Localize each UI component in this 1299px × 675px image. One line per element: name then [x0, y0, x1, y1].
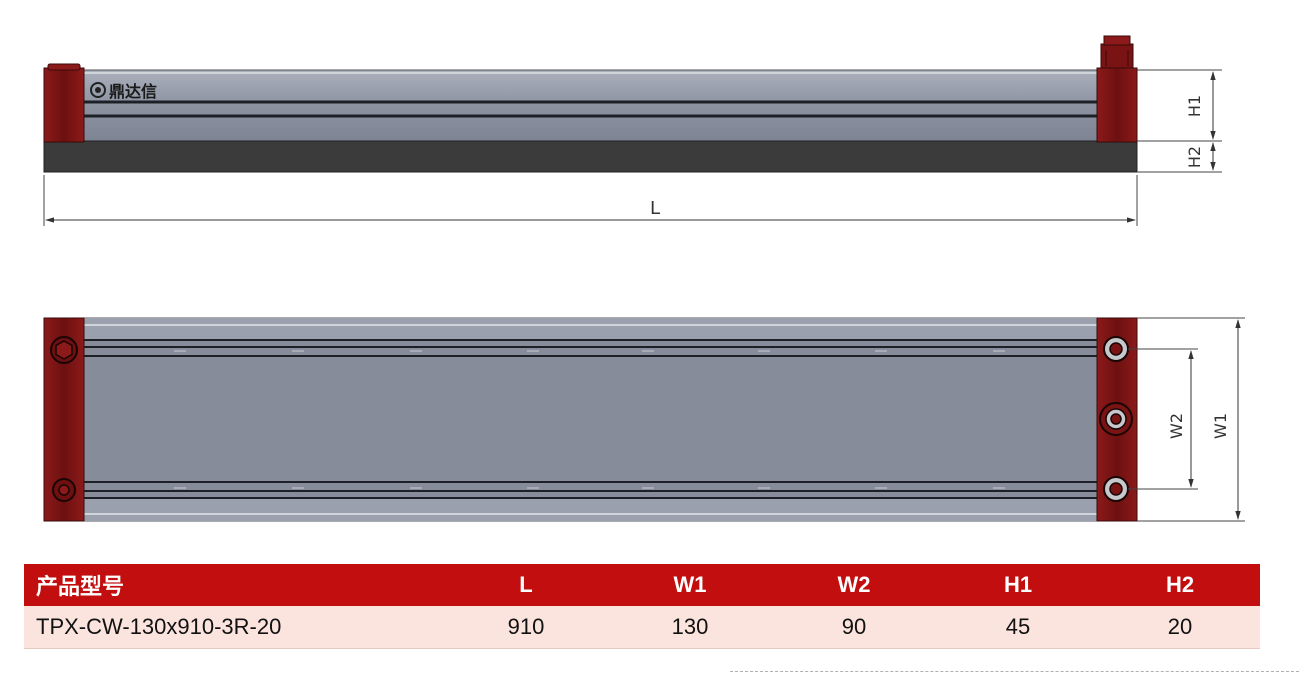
- spec-table-header-row: 产品型号 L W1 W2 H1 H2: [24, 564, 1260, 606]
- cell-model: TPX-CW-130x910-3R-20: [24, 606, 444, 649]
- brand-logo: 鼎达信: [90, 82, 157, 101]
- air-port-icon: [1099, 402, 1133, 436]
- side-base-plate: [43, 140, 1138, 173]
- cell-L: 910: [444, 606, 608, 649]
- cell-W1: 130: [608, 606, 772, 649]
- side-end-cap-right: [1096, 67, 1138, 143]
- header-W2: W2: [772, 564, 936, 606]
- dimension-label-H1: H1: [1185, 95, 1204, 117]
- mounting-hole-icon: [1103, 336, 1129, 362]
- dimension-label-L: L: [650, 198, 660, 219]
- side-rail-body: [83, 69, 1098, 143]
- top-rail-body: [83, 317, 1098, 522]
- dimension-label-W2: W2: [1167, 413, 1186, 439]
- table-row: TPX-CW-130x910-3R-20 910 130 90 45 20: [24, 606, 1260, 649]
- brand-logo-icon: [90, 82, 106, 98]
- cell-H2: 20: [1100, 606, 1260, 649]
- dimension-label-H2: H2: [1185, 146, 1204, 168]
- hex-bolt-icon: [50, 336, 78, 364]
- header-model: 产品型号: [24, 564, 444, 606]
- cell-W2: 90: [772, 606, 936, 649]
- top-view: W2 W1: [43, 317, 1245, 522]
- side-end-cap-left: [43, 67, 85, 143]
- cell-H1: 45: [936, 606, 1100, 649]
- brand-logo-text: 鼎达信: [109, 82, 157, 101]
- spec-table: 产品型号 L W1 W2 H1 H2 TPX-CW-130x910-3R-20 …: [24, 564, 1260, 649]
- header-H1: H1: [936, 564, 1100, 606]
- header-L: L: [444, 564, 608, 606]
- header-H2: H2: [1100, 564, 1260, 606]
- footer-divider: [730, 671, 1299, 672]
- header-W1: W1: [608, 564, 772, 606]
- technical-drawing: 鼎达信 L H1 H2: [43, 35, 1245, 522]
- air-fitting-icon: [1100, 35, 1134, 69]
- screw-hole-icon: [52, 478, 76, 502]
- side-view: 鼎达信 L H1 H2: [43, 35, 1222, 226]
- dimension-label-W1: W1: [1211, 413, 1230, 439]
- mounting-hole-icon: [1103, 476, 1129, 502]
